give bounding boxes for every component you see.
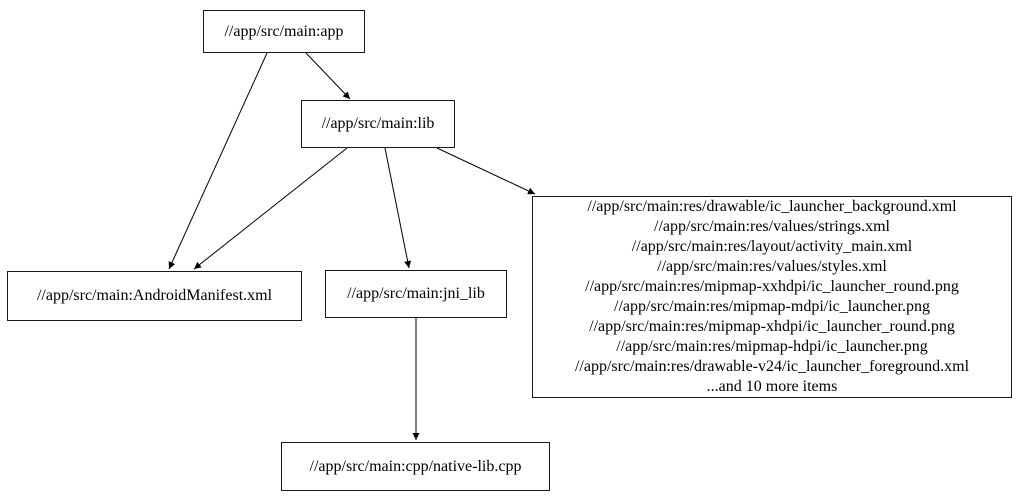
resource-item: //app/src/main:res/layout/activity_main.… — [631, 238, 913, 255]
resource-item: //app/src/main:res/mipmap-xxhdpi/ic_laun… — [585, 278, 959, 295]
graph-node-app: //app/src/main:app — [203, 10, 365, 53]
graph-node-android-manifest-label: //app/src/main:AndroidManifest.xml — [36, 287, 273, 304]
resource-item: //app/src/main:res/values/styles.xml — [657, 258, 887, 275]
graph-node-native-lib-cpp-label: //app/src/main:cpp/native-lib.cpp — [309, 457, 522, 475]
graph-node-lib: //app/src/main:lib — [301, 100, 455, 148]
resource-item: //app/src/main:res/mipmap-mdpi/ic_launch… — [614, 298, 930, 315]
graph-node-jni-lib: //app/src/main:jni_lib — [325, 270, 507, 318]
graph-node-native-lib-cpp: //app/src/main:cpp/native-lib.cpp — [281, 442, 550, 491]
resource-item: //app/src/main:res/drawable/ic_launcher_… — [587, 198, 957, 215]
resource-more-items: ...and 10 more items — [706, 378, 838, 395]
edge-lib-to-res-group — [436, 147, 536, 195]
graph-node-app-label: //app/src/main:app — [224, 22, 344, 40]
graph-node-jni-lib-label: //app/src/main:jni_lib — [347, 285, 485, 302]
edge-lib-to-jni-lib — [384, 147, 412, 269]
resource-item: //app/src/main:res/mipmap-xhdpi/ic_launc… — [589, 318, 955, 335]
edge-app-to-manifest — [168, 52, 268, 270]
edge-app-to-lib — [305, 52, 351, 100]
graph-node-android-manifest: //app/src/main:AndroidManifest.xml — [7, 271, 302, 321]
resource-item: //app/src/main:res/mipmap-hdpi/ic_launch… — [616, 338, 928, 355]
resource-item: //app/src/main:res/values/strings.xml — [654, 218, 890, 235]
resource-item: //app/src/main:res/drawable-v24/ic_launc… — [574, 358, 970, 375]
edge-lib-to-manifest — [193, 147, 348, 270]
graph-node-resources-group: //app/src/main:res/drawable/ic_launcher_… — [532, 196, 1012, 398]
graph-node-lib-label: //app/src/main:lib — [321, 115, 435, 132]
